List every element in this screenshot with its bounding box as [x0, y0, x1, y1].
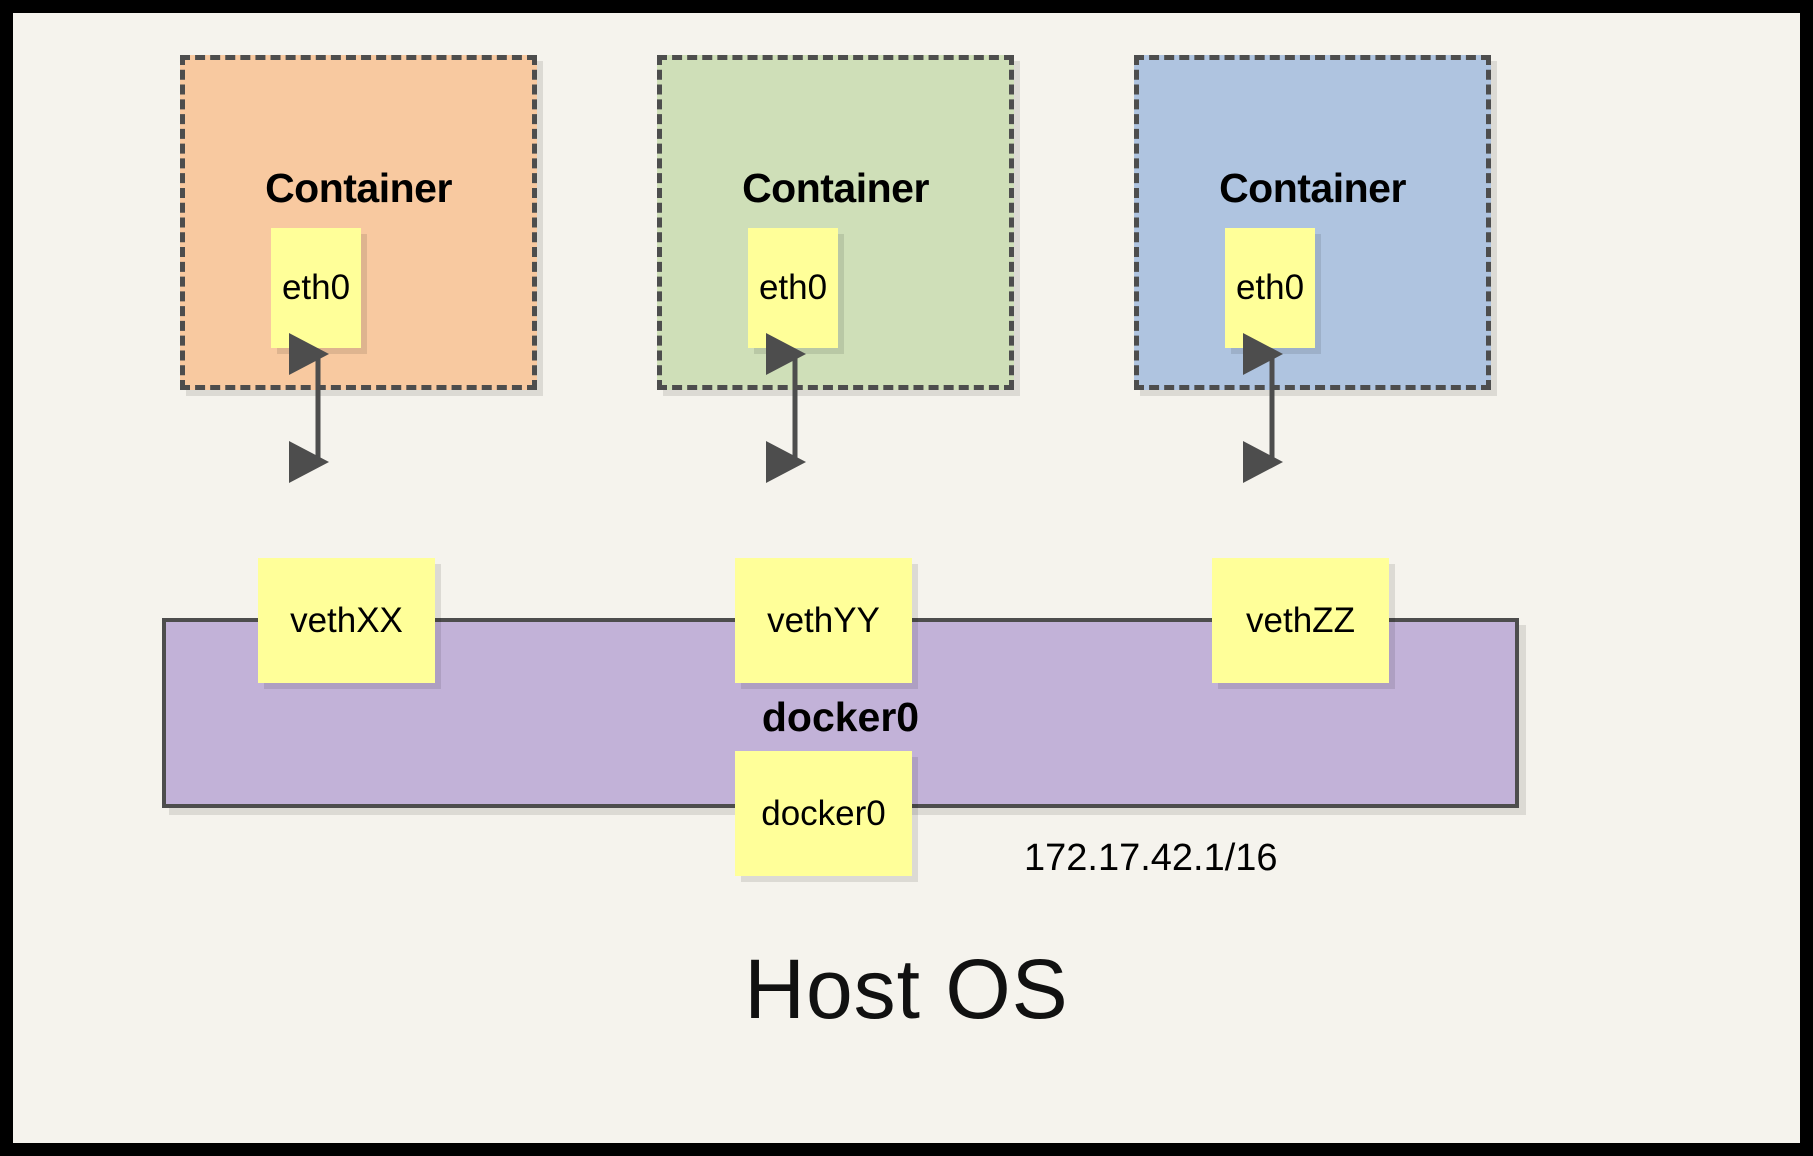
- container-title-2: Container: [742, 165, 929, 211]
- docker0-interface-box: docker0: [735, 751, 912, 876]
- container-title-1: Container: [265, 165, 452, 211]
- eth0-label-1: eth0: [281, 268, 351, 307]
- docker0-interface-label: docker0: [761, 793, 886, 833]
- link-arrow-3: [1243, 333, 1284, 483]
- veth-label-3: vethZZ: [1246, 600, 1355, 640]
- container-title-3: Container: [1219, 165, 1406, 211]
- veth-label-2: vethYY: [767, 600, 880, 640]
- host-os-page: Container eth0 Container eth0: [13, 13, 1800, 1143]
- host-os-title: Host OS: [744, 942, 1069, 1036]
- docker0-ip-address: 172.17.42.1/16: [1024, 837, 1278, 879]
- eth0-label-2: eth0: [758, 268, 828, 307]
- eth0-box-3: eth0: [1225, 228, 1315, 348]
- eth0-box-1: eth0: [271, 228, 361, 348]
- link-arrow-2: [766, 333, 807, 483]
- docker0-bridge-label: docker0: [761, 694, 920, 740]
- eth0-box-2: eth0: [748, 228, 838, 348]
- veth-label-1: vethXX: [290, 600, 403, 640]
- veth-box-2: vethYY: [735, 558, 912, 683]
- eth0-label-3: eth0: [1235, 268, 1305, 307]
- veth-box-1: vethXX: [258, 558, 435, 683]
- container-box-3: Container: [1134, 55, 1491, 390]
- veth-box-3: vethZZ: [1212, 558, 1389, 683]
- link-arrow-1: [289, 333, 330, 483]
